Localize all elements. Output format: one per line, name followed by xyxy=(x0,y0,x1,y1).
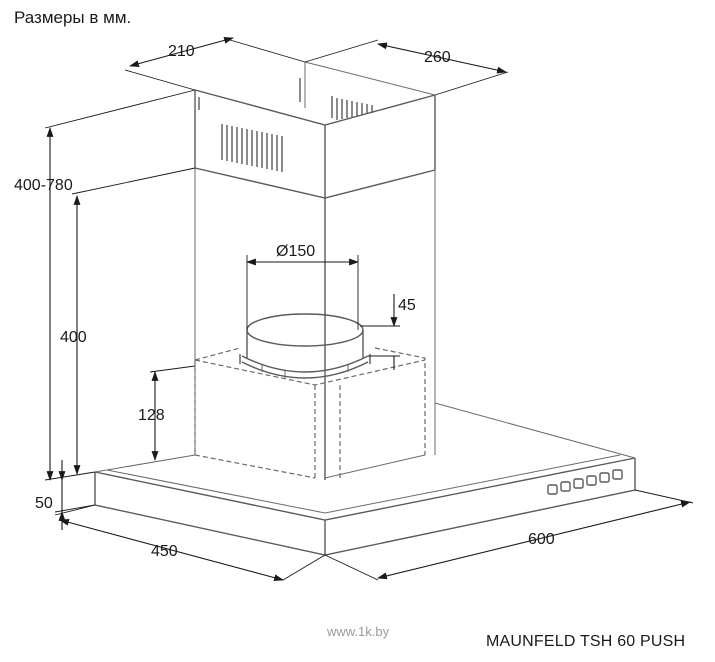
dim-label-450: 450 xyxy=(151,543,178,560)
button-5 xyxy=(599,472,610,483)
vent-slots-right xyxy=(331,96,373,120)
dim-label-128: 128 xyxy=(138,407,165,424)
dim-panel-thickness: 50 xyxy=(35,460,96,530)
chimney xyxy=(194,61,436,480)
dim-label-600: 600 xyxy=(528,531,555,548)
dim-label-260: 260 xyxy=(424,49,451,66)
watermark: www.1k.by xyxy=(327,624,390,639)
dim-width: 600 xyxy=(324,489,694,581)
dim-label-50: 50 xyxy=(35,495,53,512)
model-name: MAUNFELD TSH 60 PUSH xyxy=(486,633,686,650)
units-caption: Размеры в мм. xyxy=(14,8,132,27)
dim-lower-height: 400 xyxy=(60,167,196,475)
dim-label-45: 45 xyxy=(398,297,416,314)
dim-outlet-diameter: Ø150 xyxy=(246,243,359,330)
dim-label-400-780: 400-780 xyxy=(14,177,73,194)
dim-depth: 450 xyxy=(54,504,326,582)
dim-outlet-height: 45 xyxy=(360,294,416,370)
button-6 xyxy=(612,469,623,480)
dim-chimney-depth: 260 xyxy=(304,39,509,96)
vent-slots-left xyxy=(221,124,283,172)
outlet-collar xyxy=(239,313,371,379)
button-3 xyxy=(573,478,584,489)
dim-label-150: Ø150 xyxy=(276,243,315,260)
motor-body xyxy=(194,347,426,479)
button-1 xyxy=(547,484,558,495)
control-buttons xyxy=(547,469,623,495)
dim-chimney-width: 210 xyxy=(124,36,306,91)
dim-chimney-height: 400-780 xyxy=(14,89,196,481)
dim-label-400: 400 xyxy=(60,329,87,346)
dim-label-210: 210 xyxy=(168,43,195,60)
canopy-glass xyxy=(94,402,636,556)
dim-body-height: 128 xyxy=(138,365,196,461)
button-2 xyxy=(560,481,571,492)
button-4 xyxy=(586,475,597,486)
